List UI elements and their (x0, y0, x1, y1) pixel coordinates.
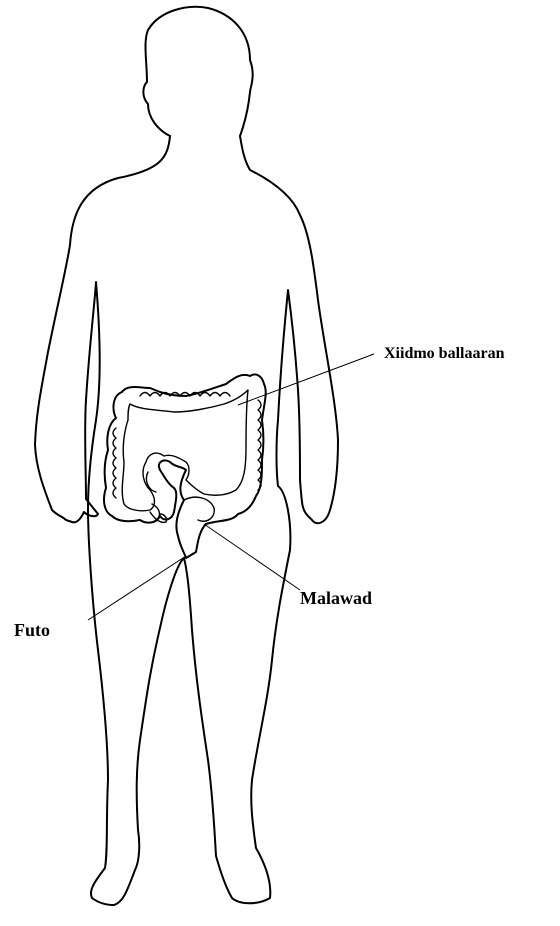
sigmoid-loop (184, 497, 214, 521)
label-anus: Futo (14, 620, 50, 640)
colon-inner (122, 390, 248, 511)
colon-outer (104, 374, 266, 558)
torso-outline (35, 136, 338, 905)
leader-large-intestine (238, 354, 374, 405)
colon-illustration (104, 374, 266, 558)
colon-haustra-right (258, 400, 261, 490)
label-large-intestine: Xiidmo ballaaran (384, 345, 505, 362)
leader-rectum (204, 524, 300, 590)
body-outline (35, 7, 338, 905)
colon-haustra-left (113, 428, 116, 498)
head-outline (143, 7, 252, 136)
label-rectum: Malawad (300, 588, 372, 608)
